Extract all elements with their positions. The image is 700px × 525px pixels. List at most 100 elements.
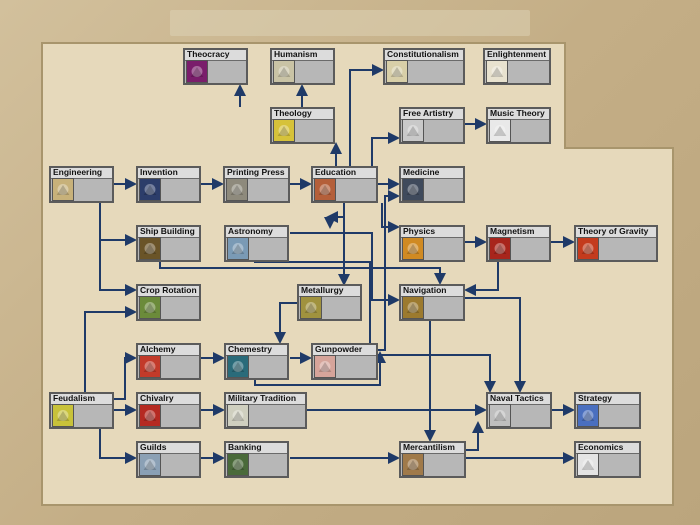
tech-printing-press[interactable]: Printing Press: [223, 166, 290, 203]
tech-label: Mercantilism: [403, 442, 455, 452]
theology-icon: [273, 119, 295, 142]
tech-enlightenment[interactable]: Enlightenment: [483, 48, 551, 85]
tech-link: [349, 64, 384, 166]
tech-label: Constitutionalism: [387, 49, 459, 59]
crop-rotation-icon: [139, 296, 161, 319]
physics-icon: [402, 237, 424, 260]
astronomy-icon: [227, 237, 249, 260]
tech-crop-rotation[interactable]: Crop Rotation: [136, 284, 201, 321]
tech-title-bar: Banking: [226, 442, 287, 454]
feudalism-icon: [52, 404, 74, 427]
tech-label: Strategy: [578, 393, 613, 403]
guilds-icon: [139, 453, 161, 476]
tech-magnetism[interactable]: Magnetism: [486, 225, 551, 262]
tech-metallurgy[interactable]: Metallurgy: [297, 284, 362, 321]
tech-alchemy[interactable]: Alchemy: [136, 343, 201, 380]
military-tradition-icon: [227, 404, 249, 427]
tech-constitutionalism[interactable]: Constitutionalism: [383, 48, 465, 85]
tech-link: [254, 351, 386, 386]
tech-title-bar: Strategy: [576, 393, 639, 405]
tech-label: Physics: [403, 226, 436, 236]
tech-link: [371, 132, 400, 172]
tech-link: [114, 352, 137, 400]
tech-label: Enlightenment: [487, 49, 547, 59]
tech-ship-building[interactable]: Ship Building: [136, 225, 201, 262]
tech-physics[interactable]: Physics: [399, 225, 465, 262]
tech-title-bar: Chivalry: [138, 393, 199, 405]
tech-engineering[interactable]: Engineering: [49, 166, 114, 203]
alchemy-icon: [139, 355, 161, 378]
tech-link: [381, 203, 400, 233]
tech-navigation[interactable]: Navigation: [399, 284, 465, 321]
tech-economics[interactable]: Economics: [574, 441, 641, 478]
tech-title-bar: Printing Press: [225, 167, 288, 179]
tech-label: Music Theory: [490, 108, 545, 118]
tech-banking[interactable]: Banking: [224, 441, 289, 478]
tech-title-bar: Astronomy: [226, 226, 287, 238]
tech-label: Naval Tactics: [490, 393, 544, 403]
tech-title-bar: Free Artistry: [401, 108, 463, 120]
tech-label: Crop Rotation: [140, 285, 197, 295]
ship-building-icon: [139, 237, 161, 260]
tech-theocracy[interactable]: Theocracy: [183, 48, 248, 85]
tech-title-bar: Theology: [272, 108, 333, 120]
tech-title-bar: Physics: [401, 226, 463, 238]
tech-title-bar: Constitutionalism: [385, 49, 463, 61]
tech-strategy[interactable]: Strategy: [574, 392, 641, 429]
tech-chivalry[interactable]: Chivalry: [136, 392, 201, 429]
gunpowder-icon: [314, 355, 336, 378]
banking-icon: [227, 453, 249, 476]
tech-label: Military Tradition: [228, 393, 297, 403]
tech-theory-of-gravity[interactable]: Theory of Gravity: [574, 225, 658, 262]
chemestry-icon: [227, 355, 249, 378]
constitutionalism-icon: [386, 60, 408, 83]
chivalry-icon: [139, 404, 161, 427]
tech-naval-tactics[interactable]: Naval Tactics: [486, 392, 552, 429]
tech-title-bar: Economics: [576, 442, 639, 454]
tech-link: [99, 196, 137, 296]
tech-astronomy[interactable]: Astronomy: [224, 225, 289, 262]
economics-icon: [577, 453, 599, 476]
tech-label: Chemestry: [228, 344, 272, 354]
tech-theology[interactable]: Theology: [270, 107, 335, 144]
tech-label: Medicine: [403, 167, 440, 177]
tech-feudalism[interactable]: Feudalism: [49, 392, 114, 429]
tech-title-bar: Military Tradition: [226, 393, 305, 405]
tech-guilds[interactable]: Guilds: [136, 441, 201, 478]
tech-title-bar: Education: [313, 167, 376, 179]
tech-mercantilism[interactable]: Mercantilism: [399, 441, 466, 478]
music-theory-icon: [489, 119, 511, 142]
tech-title-bar: Feudalism: [51, 393, 112, 405]
tech-link: [99, 420, 137, 464]
tech-military-tradition[interactable]: Military Tradition: [224, 392, 307, 429]
tech-label: Feudalism: [53, 393, 96, 403]
tech-music-theory[interactable]: Music Theory: [486, 107, 551, 144]
tech-title-bar: Alchemy: [138, 344, 199, 356]
engineering-icon: [52, 178, 74, 201]
tech-medicine[interactable]: Medicine: [399, 166, 465, 203]
medicine-icon: [402, 178, 424, 201]
tech-title-bar: Metallurgy: [299, 285, 360, 297]
tech-label: Theocracy: [187, 49, 230, 59]
tech-title-bar: Crop Rotation: [138, 285, 199, 297]
tech-title-bar: Music Theory: [488, 108, 549, 120]
enlightenment-icon: [486, 60, 508, 83]
tech-chemestry[interactable]: Chemestry: [224, 343, 289, 380]
tech-title-bar: Mercantilism: [401, 442, 464, 454]
tech-invention[interactable]: Invention: [136, 166, 201, 203]
tech-label: Metallurgy: [301, 285, 344, 295]
tech-link: [159, 262, 446, 285]
title-bar: [170, 10, 530, 36]
tech-label: Astronomy: [228, 226, 273, 236]
tech-gunpowder[interactable]: Gunpowder: [311, 343, 378, 380]
tech-humanism[interactable]: Humanism: [270, 48, 335, 85]
tech-label: Navigation: [403, 285, 447, 295]
tech-education[interactable]: Education: [311, 166, 378, 203]
tech-title-bar: Gunpowder: [313, 344, 376, 356]
tech-label: Invention: [140, 167, 178, 177]
tech-free-artistry[interactable]: Free Artistry: [399, 107, 465, 144]
tech-label: Engineering: [53, 167, 103, 177]
